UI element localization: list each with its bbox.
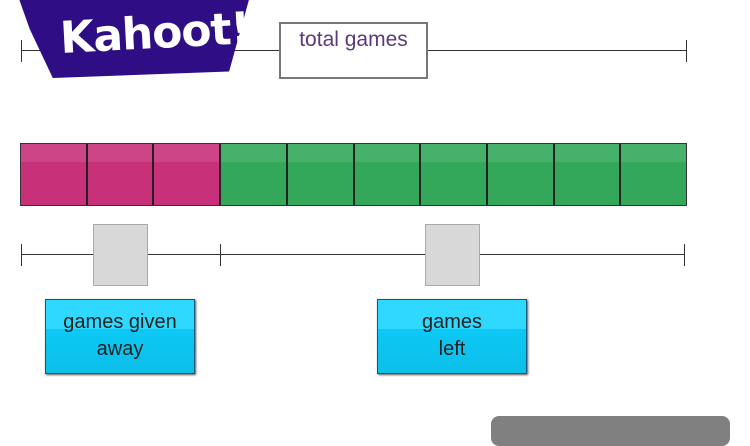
left-cell	[487, 144, 555, 205]
left-cell	[554, 144, 622, 205]
kahoot-logo-text: Kahoot!	[58, 3, 251, 64]
left-cell	[354, 144, 422, 205]
left-cell	[421, 144, 488, 205]
left-answer-box[interactable]	[425, 224, 480, 286]
given-away-cell	[21, 144, 88, 205]
parts-right-tick	[684, 244, 685, 266]
parts-middle-tick	[220, 244, 221, 266]
given-away-cell	[154, 144, 222, 205]
games-left-label[interactable]: games left	[377, 299, 527, 374]
left-cell	[221, 144, 288, 205]
parts-bracket-line	[21, 254, 685, 255]
total-bracket-right-tick	[686, 40, 687, 62]
tape-diagram-bar	[20, 143, 687, 206]
left-cell	[621, 144, 687, 205]
total-bracket-left-tick	[21, 40, 22, 62]
bottom-button[interactable]	[491, 416, 730, 446]
games-given-away-label[interactable]: games given away	[45, 299, 195, 374]
left-cell	[287, 144, 355, 205]
total-games-label: total games	[279, 22, 428, 79]
given-away-cell	[87, 144, 155, 205]
given-away-answer-box[interactable]	[93, 224, 148, 286]
parts-left-tick	[21, 244, 22, 266]
kahoot-logo	[18, 0, 250, 78]
